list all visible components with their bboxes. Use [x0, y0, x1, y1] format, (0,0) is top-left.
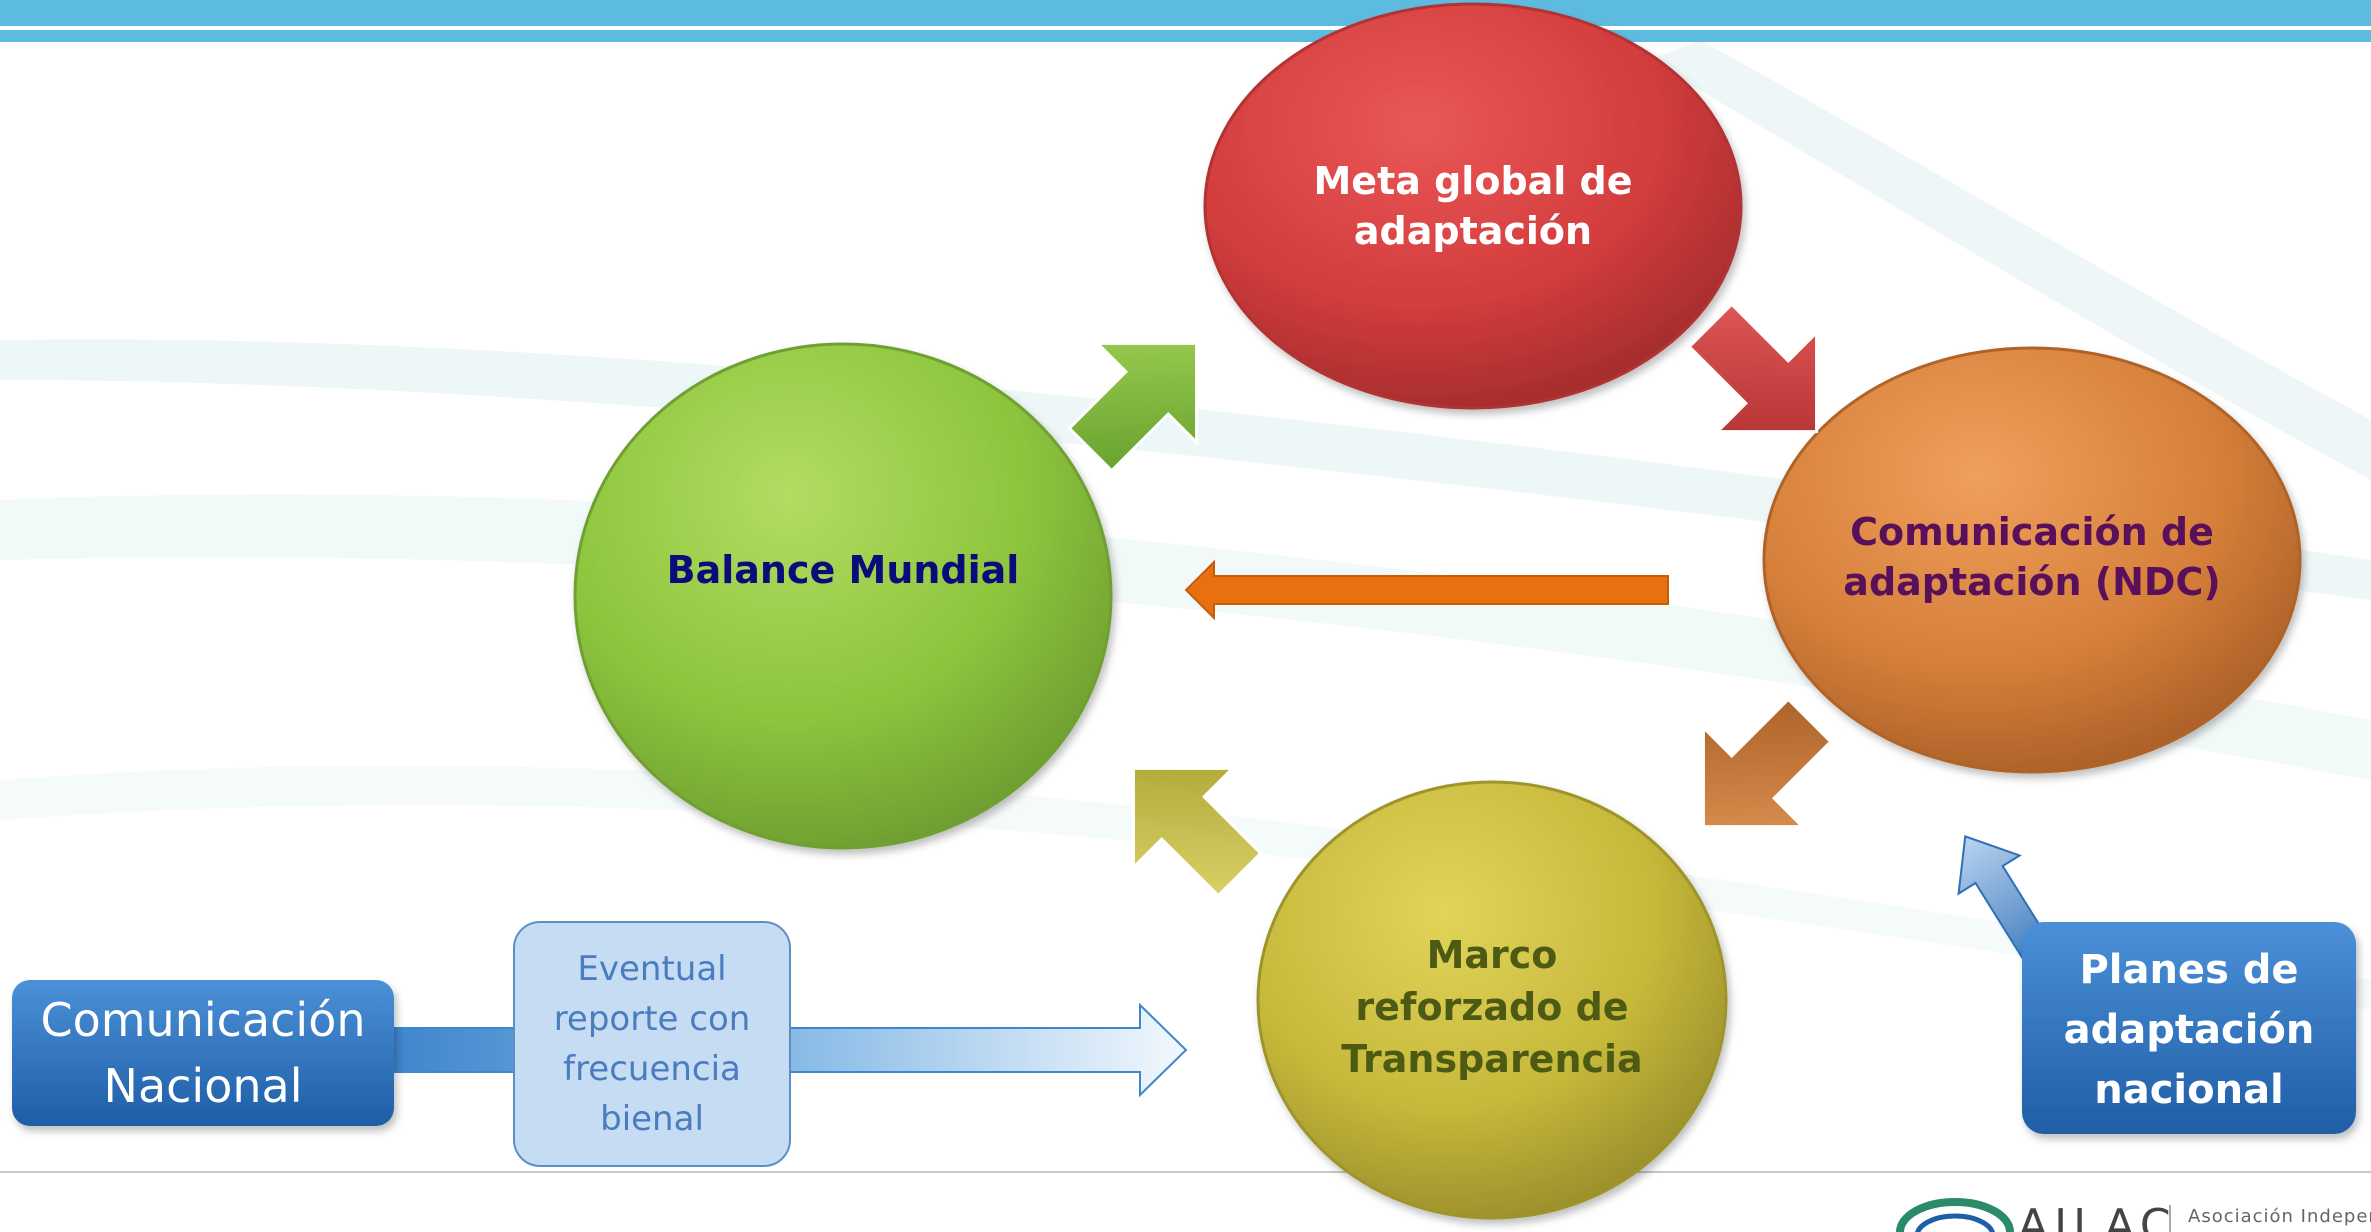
box-eventual-label-line-4: bienal [600, 1099, 704, 1139]
box-eventual-label-line-1: Eventual [577, 949, 726, 989]
node-ndc-label-line-2: adaptación (NDC) [1843, 560, 2220, 604]
box-eventual [513, 921, 791, 1167]
logo-text: AILAC [2018, 1200, 2177, 1232]
box-planes-label-line-2: adaptación [2064, 1007, 2315, 1053]
node-meta-circle [1203, 2, 1743, 410]
node-marco-label-line-2: reforzado de [1355, 985, 1628, 1029]
ndc-to-marco-chevron [1701, 697, 1833, 829]
node-marco-label-line-1: Marco [1427, 933, 1558, 977]
node-meta-label-line-1: Meta global de [1313, 159, 1632, 203]
ailac-logo: AILAC Asociación Independie [1896, 1198, 2371, 1232]
node-ndc-label-line-1: Comunicación de [1850, 510, 2214, 554]
box-nacional-label-line-2: Nacional [104, 1059, 303, 1113]
ndc-to-balance-arrow [1184, 559, 1669, 621]
marco-to-balance-chevron [1131, 766, 1263, 898]
header-band-edge [0, 30, 2371, 42]
box-planes [2022, 922, 2356, 1134]
node-ndc-circle [1762, 346, 2302, 774]
node-balance-label-line-1: Balance Mundial [667, 548, 1020, 592]
logo-mark-icon [1896, 1198, 2014, 1232]
box-nacional-label-line-1: Comunicación [40, 993, 365, 1047]
header-band [0, 0, 2371, 26]
box-eventual-label-line-3: frecuencia [563, 1049, 741, 1089]
logo-subtitle: Asociación Independie [2188, 1206, 2371, 1227]
node-balance-circle [573, 342, 1113, 850]
meta-to-ndc-chevron [1687, 302, 1819, 434]
box-planes-label-line-1: Planes de [2079, 947, 2298, 993]
node-meta-label-line-2: adaptación [1354, 209, 1592, 253]
header-band-line [0, 26, 2371, 30]
node-marco-label-line-3: Transparencia [1341, 1037, 1642, 1081]
box-nacional [12, 980, 394, 1126]
box-planes-label-line-3: nacional [2094, 1067, 2284, 1113]
balance-to-meta-chevron [1067, 341, 1199, 473]
node-marco-circle [1256, 780, 1728, 1220]
box-eventual-label-line-2: reporte con [554, 999, 751, 1039]
